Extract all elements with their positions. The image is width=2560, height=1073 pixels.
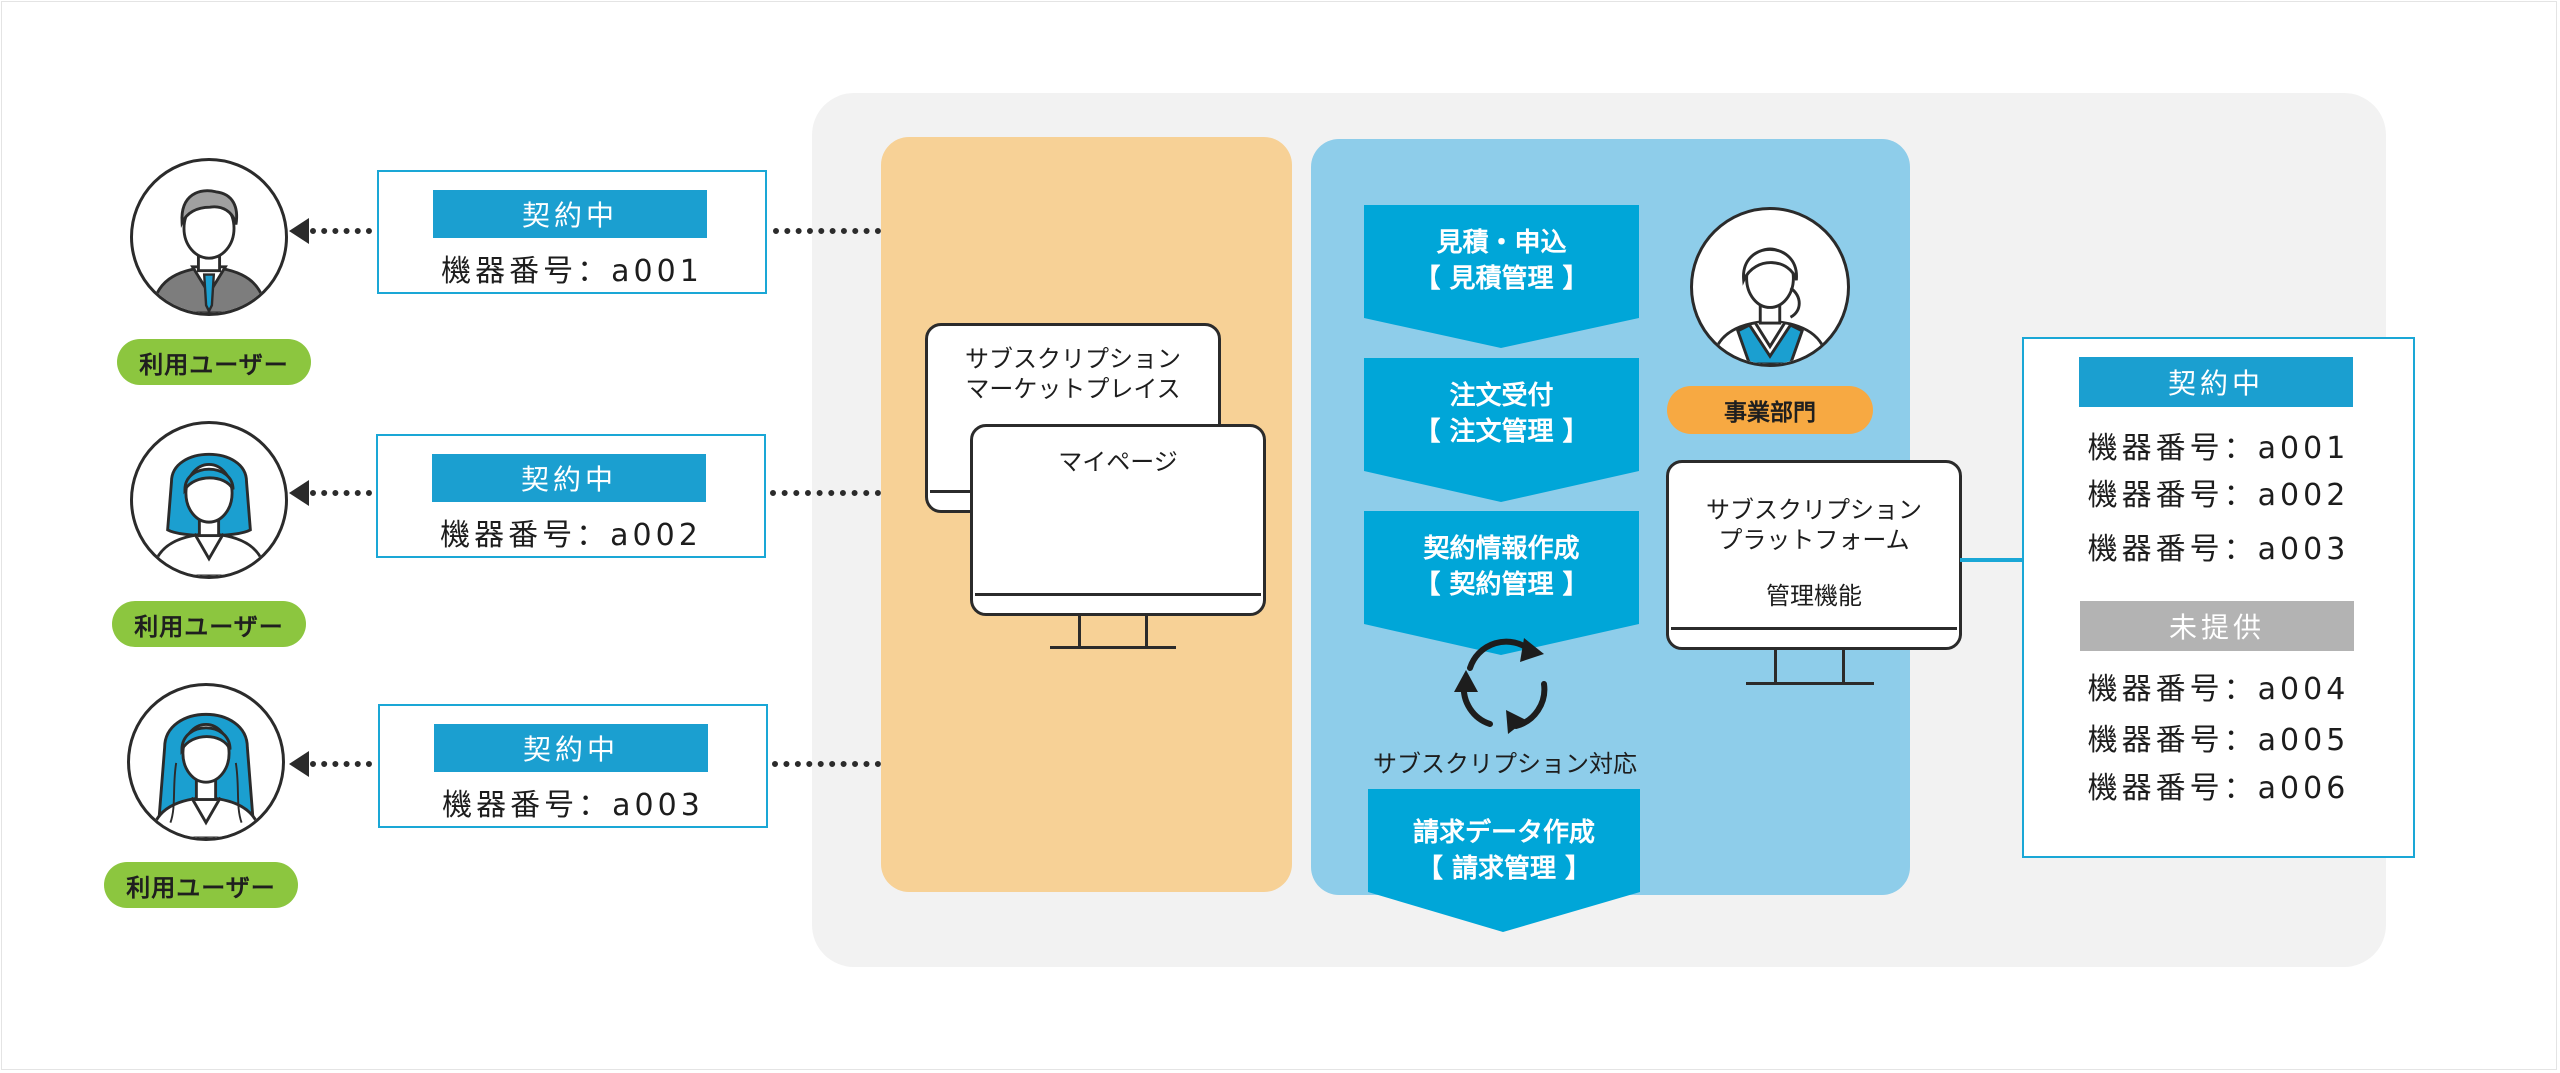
platform-title-line1: サブスクリプション bbox=[1706, 496, 1922, 524]
mypage-label: マイページ bbox=[1058, 448, 1178, 476]
user-contract-box-2: 契約中 機器番号：a002 bbox=[376, 434, 766, 558]
user-contract-box-3: 契約中 機器番号：a003 bbox=[378, 704, 768, 828]
arrow-left-icon bbox=[289, 480, 309, 506]
monitor-bezel-line bbox=[975, 593, 1261, 596]
device-number: 機器番号：a004 bbox=[2087, 672, 2350, 707]
connector-dotted-line bbox=[310, 228, 372, 234]
monitor-stand bbox=[1774, 650, 1777, 682]
step-subtitle: 【 見積管理 】 bbox=[1414, 264, 1589, 294]
contract-status-tag: 契約中 bbox=[432, 454, 706, 502]
connector-dotted-line bbox=[772, 761, 881, 767]
workflow-step-estimate: 見積・申込 【 見積管理 】 bbox=[1364, 205, 1639, 325]
female-user-icon bbox=[150, 453, 268, 576]
step-title: 契約情報作成 bbox=[1423, 534, 1580, 564]
platform-connector-line bbox=[1960, 558, 2022, 562]
department-avatar bbox=[1690, 207, 1850, 367]
user-avatar-1 bbox=[130, 158, 288, 316]
workflow-step-order: 注文受付 【 注文管理 】 bbox=[1364, 358, 1639, 478]
monitor-base bbox=[1050, 646, 1176, 649]
monitor-stand bbox=[1145, 616, 1148, 648]
step-title: 請求データ作成 bbox=[1412, 818, 1595, 848]
step-arrow-estimate bbox=[1364, 205, 1639, 348]
connector-dotted-line bbox=[310, 490, 372, 496]
female-long-hair-user-icon bbox=[149, 712, 263, 838]
marketplace-title-line1: サブスクリプション bbox=[965, 345, 1181, 373]
step-arrow-order bbox=[1364, 358, 1639, 502]
step-title: 見積・申込 bbox=[1436, 228, 1567, 258]
male-user-icon bbox=[150, 189, 268, 313]
arrow-left-icon bbox=[289, 218, 309, 244]
device-number: 機器番号：a001 bbox=[441, 254, 703, 289]
arrow-left-icon bbox=[289, 751, 309, 777]
device-number: 機器番号：a002 bbox=[2087, 478, 2350, 513]
step-arrow-billing bbox=[1368, 789, 1640, 932]
device-number: 機器番号：a003 bbox=[2087, 532, 2350, 567]
department-staff-icon bbox=[1711, 247, 1829, 364]
marketplace-title-line2: マーケットプレイス bbox=[965, 375, 1181, 403]
workflow-step-billing: 請求データ作成 【 請求管理 】 bbox=[1368, 789, 1640, 909]
step-subtitle: 【 請求管理 】 bbox=[1416, 854, 1592, 884]
workflow-step-contract: 契約情報作成 【 契約管理 】 bbox=[1364, 511, 1639, 631]
device-number: 機器番号：a006 bbox=[2087, 771, 2350, 806]
platform-monitor: サブスクリプション プラットフォーム 管理機能 bbox=[1666, 460, 1962, 650]
device-list-box: 契約中 機器番号：a001 機器番号：a002 機器番号：a003 未提供 機器… bbox=[2022, 337, 2415, 858]
user-avatar-2 bbox=[130, 421, 288, 579]
cycle-caption: サブスクリプション対応 bbox=[1373, 750, 1637, 778]
monitor-bezel-line bbox=[1671, 627, 1957, 630]
department-label: 事業部門 bbox=[1667, 386, 1873, 434]
user-label-2: 利用ユーザー bbox=[112, 601, 306, 647]
connector-dotted-line bbox=[310, 761, 372, 767]
step-subtitle: 【 注文管理 】 bbox=[1414, 417, 1589, 447]
monitor-stand bbox=[1078, 616, 1081, 648]
step-subtitle: 【 契約管理 】 bbox=[1414, 570, 1589, 600]
mypage-monitor: マイページ bbox=[970, 424, 1266, 616]
device-number: 機器番号：a002 bbox=[440, 518, 702, 553]
contract-status-tag: 契約中 bbox=[434, 724, 708, 772]
workflow-arrows bbox=[1364, 205, 1640, 932]
device-number: 機器番号：a001 bbox=[2087, 431, 2350, 466]
device-number: 機器番号：a005 bbox=[2087, 723, 2350, 758]
connector-dotted-line bbox=[770, 490, 881, 496]
active-contract-tag: 契約中 bbox=[2079, 357, 2353, 407]
device-number: 機器番号：a003 bbox=[442, 788, 704, 823]
monitor-base bbox=[1746, 682, 1874, 685]
user-contract-box-1: 契約中 機器番号：a001 bbox=[377, 170, 767, 294]
connector-dotted-line bbox=[773, 228, 881, 234]
contract-status-tag: 契約中 bbox=[433, 190, 707, 238]
platform-title-line2: プラットフォーム bbox=[1718, 526, 1910, 554]
step-title: 注文受付 bbox=[1449, 381, 1554, 411]
monitor-stand bbox=[1842, 650, 1845, 682]
user-label-1: 利用ユーザー bbox=[117, 339, 311, 385]
user-label-3: 利用ユーザー bbox=[104, 862, 298, 908]
not-provided-tag: 未提供 bbox=[2080, 601, 2354, 651]
platform-function-label: 管理機能 bbox=[1766, 582, 1862, 610]
user-avatar-3 bbox=[127, 683, 285, 841]
step-arrow-contract bbox=[1364, 511, 1639, 655]
cycle-refresh-icon bbox=[1454, 638, 1548, 734]
